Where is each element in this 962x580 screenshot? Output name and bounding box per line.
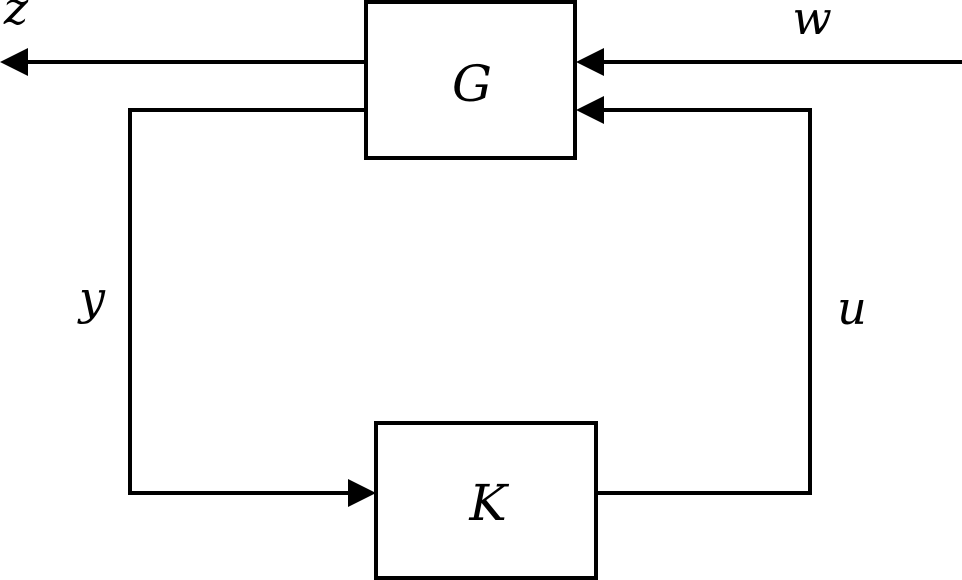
u-feedback-wire [596,108,812,495]
u-signal-label: u [837,281,867,335]
z-arrowhead-icon [0,48,28,76]
y-feedback-wire [128,108,366,495]
plant-block-label: G [452,55,492,113]
z-signal-label: z [3,0,29,35]
controller-block-label: K [468,474,509,532]
y-arrowhead-icon [348,479,376,507]
w-signal-label: w [792,0,831,45]
plant-block [364,0,577,160]
w-arrowhead-icon [576,48,604,76]
controller-block [374,421,598,580]
u-arrowhead-icon [576,96,604,124]
y-signal-label: y [77,271,106,325]
